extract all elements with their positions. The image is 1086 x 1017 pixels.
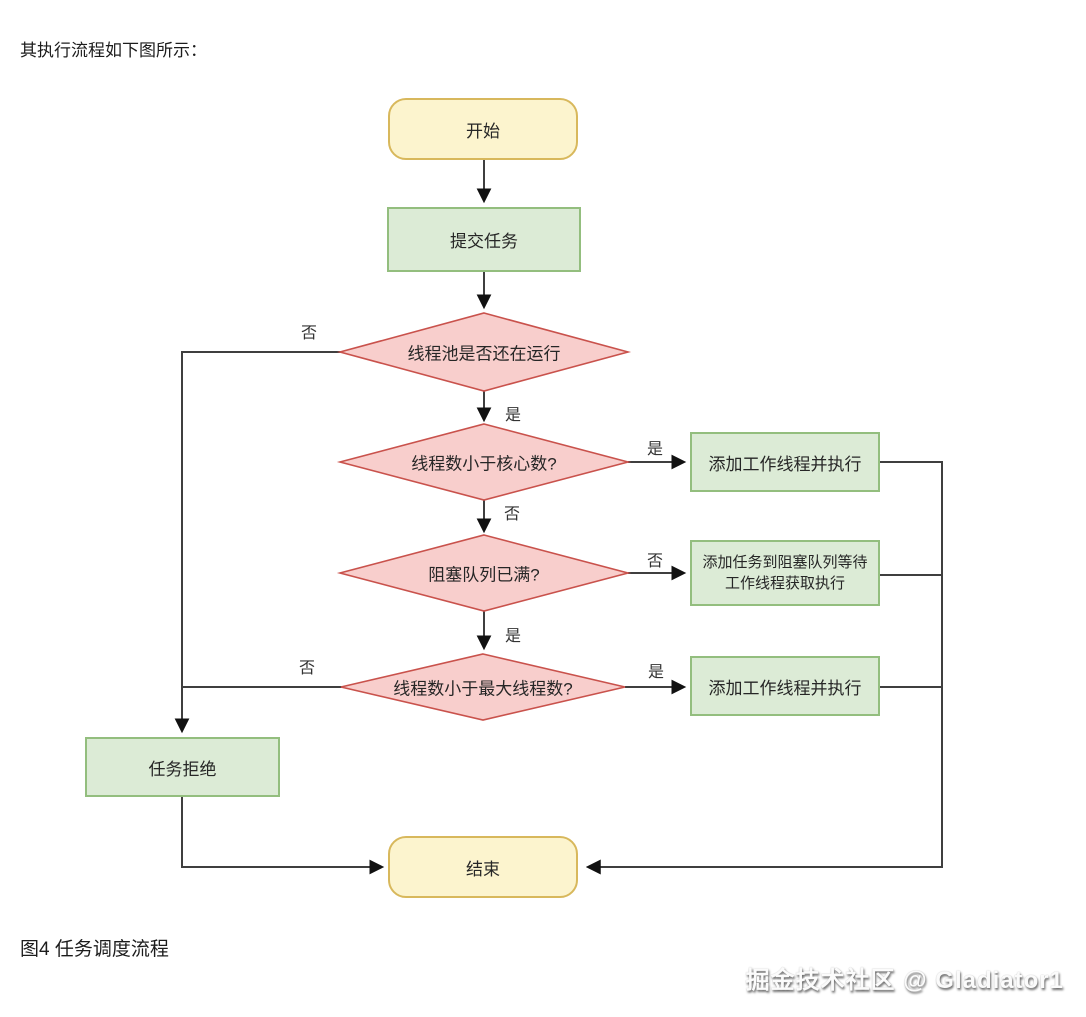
decision-queue-full-label: 阻塞队列已满? — [428, 565, 540, 585]
figure-caption: 图4 任务调度流程 — [20, 939, 169, 960]
edge-label-core-no: 否 — [503, 506, 521, 523]
intro-text: 其执行流程如下图所示： — [20, 41, 207, 60]
node-add-worker-execute-1-label: 添加工作线程并执行 — [708, 454, 862, 474]
edge-label-queue-yes: 是 — [504, 628, 522, 645]
node-add-worker-execute-2: 添加工作线程并执行 — [690, 656, 880, 716]
node-add-worker-execute-1: 添加工作线程并执行 — [690, 432, 880, 492]
node-submit-task: 提交任务 — [387, 207, 581, 272]
node-task-reject: 任务拒绝 — [85, 737, 280, 797]
node-enqueue-task: 添加任务到阻塞队列等待工作线程获取执行 — [690, 540, 880, 606]
decision-shape-lt-core — [336, 423, 632, 501]
node-add-worker-execute-2-label: 添加工作线程并执行 — [708, 678, 862, 698]
edge-label-max-no: 否 — [298, 660, 316, 677]
node-start: 开始 — [388, 98, 578, 160]
decision-pool-running-label: 线程池是否还在运行 — [407, 344, 561, 364]
edge-label-queue-no: 否 — [646, 553, 664, 570]
watermark-text: 掘金技术社区 @ Gladiator1 — [745, 967, 1064, 994]
node-end: 结束 — [388, 836, 578, 898]
edge-label-pool-yes: 是 — [504, 407, 522, 424]
edge-pool-no-reject — [174, 351, 342, 734]
node-submit-task-label: 提交任务 — [450, 232, 518, 251]
edge-label-max-yes: 是 — [647, 664, 665, 681]
decision-shape-pool-running — [336, 312, 632, 392]
decision-lt-core-label: 线程数小于核心数? — [411, 454, 557, 474]
node-start-label: 开始 — [466, 121, 500, 141]
edge-label-core-yes: 是 — [646, 441, 664, 458]
node-enqueue-task-label: 添加任务到阻塞队列等待工作线程获取执行 — [702, 554, 868, 592]
decision-shape-lt-max — [340, 653, 626, 721]
decision-shape-queue-full — [336, 534, 632, 612]
edge-reject-end — [181, 797, 385, 875]
node-end-label: 结束 — [466, 859, 500, 879]
node-task-reject-label: 任务拒绝 — [148, 759, 217, 779]
edge-label-pool-no: 否 — [300, 325, 318, 342]
edge-right-rail-end — [585, 461, 943, 875]
decision-lt-max-label: 线程数小于最大线程数? — [393, 679, 573, 699]
